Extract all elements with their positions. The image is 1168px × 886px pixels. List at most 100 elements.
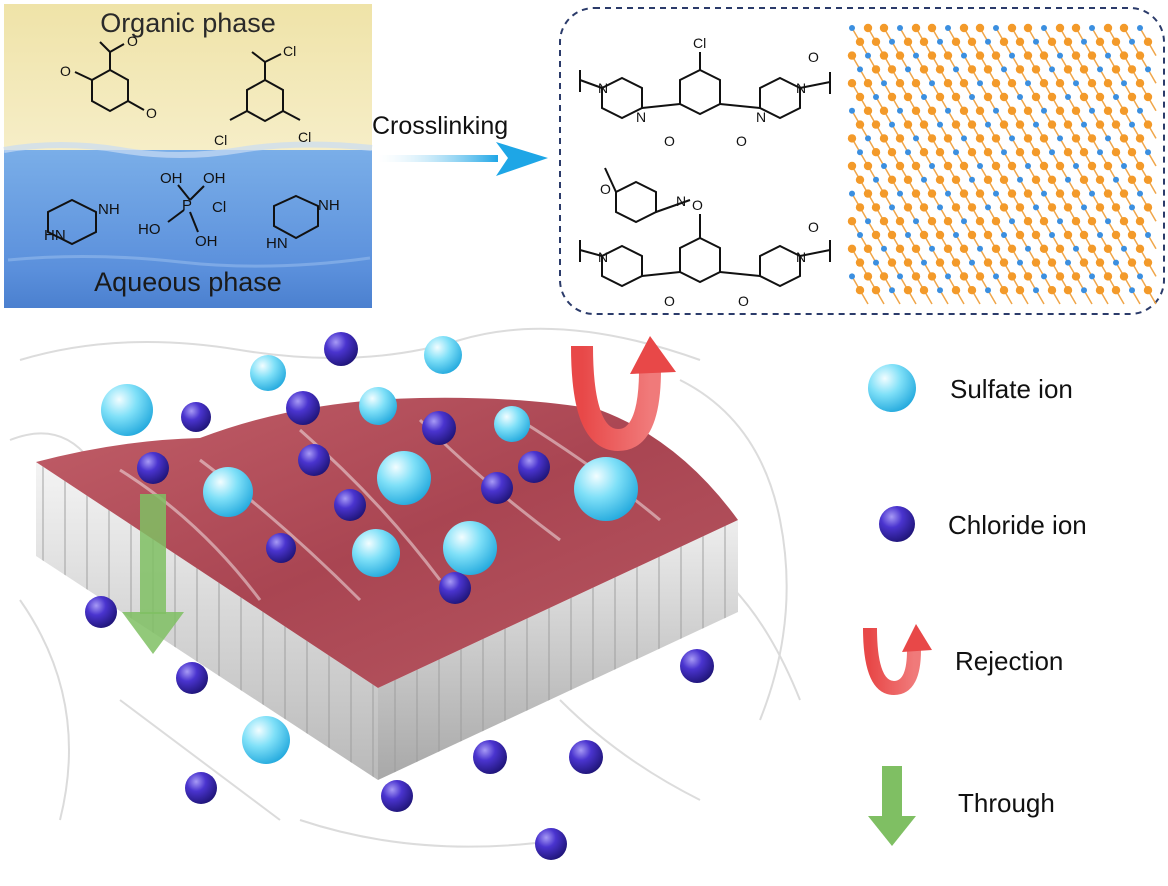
lattice-node <box>879 51 889 60</box>
arrow-head <box>496 142 548 176</box>
lattice-node <box>855 286 865 295</box>
lattice-node <box>1057 52 1063 59</box>
lattice-node <box>1065 259 1071 266</box>
lattice-node <box>1039 79 1049 88</box>
lattice-node <box>967 203 977 212</box>
lattice-node <box>1031 230 1041 240</box>
lattice-node <box>943 51 953 60</box>
lattice-node <box>1119 106 1129 116</box>
polymer-o-3: O <box>808 49 819 65</box>
lattice-node <box>1041 107 1047 114</box>
lattice-node <box>977 245 983 252</box>
lattice-node <box>959 79 969 88</box>
lattice-node <box>935 65 945 74</box>
polymer-n-6: N <box>598 249 608 265</box>
lattice-node <box>911 106 921 116</box>
lattice-node <box>1031 65 1041 74</box>
polymer-cl: Cl <box>693 35 706 51</box>
legend-item-through: Through <box>868 766 1055 846</box>
lattice-node <box>871 148 881 157</box>
lattice-node <box>913 135 919 142</box>
lattice-node <box>1015 65 1025 74</box>
lattice-node <box>1089 190 1095 197</box>
lattice-node <box>1007 161 1017 171</box>
lattice-node <box>911 23 921 33</box>
acyl-cl-2: Cl <box>214 132 227 148</box>
lattice-node <box>999 286 1009 295</box>
lattice-node <box>863 23 873 33</box>
lattice-node <box>1105 218 1111 225</box>
lattice-node <box>911 79 921 88</box>
chloride-ion <box>324 332 358 366</box>
acyl-cl-1: Cl <box>283 43 296 59</box>
lattice-node <box>1071 23 1081 33</box>
carboxylate-o-1: O <box>127 33 138 49</box>
lattice-node <box>975 272 985 281</box>
lattice-node <box>1095 203 1105 212</box>
lattice-node <box>1105 52 1111 59</box>
lattice-node <box>927 51 937 60</box>
lattice-node <box>1007 79 1017 88</box>
lattice-node <box>943 79 953 88</box>
lattice-node <box>1095 92 1105 102</box>
lattice-node <box>1065 94 1071 100</box>
lattice-node <box>959 272 969 281</box>
acyl-cl-3: Cl <box>298 129 311 145</box>
lattice-node <box>1103 79 1113 88</box>
lattice-node <box>937 204 943 211</box>
crosslinking-arrow: Crosslinking <box>372 112 548 176</box>
lattice-node <box>1023 134 1033 143</box>
lattice-node <box>887 258 897 267</box>
polyamide-structure-panel: Cl N N N N O O O O N O N N O O O <box>559 7 1165 315</box>
lattice-node <box>1039 51 1049 60</box>
lattice-node <box>1081 287 1087 294</box>
lattice-node <box>873 94 879 100</box>
chloride-ion <box>85 596 117 628</box>
lattice-node <box>895 161 905 171</box>
lattice-node <box>849 190 855 197</box>
lattice-node <box>1055 244 1065 253</box>
lattice-node <box>1025 245 1031 252</box>
lattice-node <box>937 38 943 45</box>
lattice-node <box>1049 149 1055 156</box>
lattice-node <box>1063 230 1073 240</box>
lattice-node <box>1033 38 1039 45</box>
phase-beaker: Organic phase Aqueous phase O O O Cl Cl … <box>3 4 373 308</box>
lattice-node <box>855 92 865 102</box>
ion-particles <box>85 332 714 860</box>
lattice-node <box>849 273 855 280</box>
lattice-node <box>1015 230 1025 240</box>
membrane-right-pores <box>378 520 738 780</box>
lattice-node <box>1063 120 1073 129</box>
lattice-node <box>895 79 905 88</box>
lattice-node <box>943 161 953 171</box>
lattice-node <box>959 106 969 116</box>
lattice-node <box>919 37 929 46</box>
legend-item-rejection: Rejection <box>863 624 1063 696</box>
lattice-node <box>865 218 871 225</box>
legend-item-chloride: Chloride ion <box>879 506 1087 542</box>
thpc-cl: Cl <box>212 199 226 216</box>
lattice-node <box>991 79 1001 88</box>
lattice-node <box>1087 134 1097 143</box>
piperazine-left <box>47 198 97 246</box>
lattice-node <box>1047 286 1057 295</box>
lattice-node <box>1137 25 1143 31</box>
sulfate-ion <box>101 384 153 436</box>
lattice-node <box>1047 258 1057 267</box>
lattice-node <box>911 189 921 198</box>
lattice-node <box>1113 259 1119 266</box>
lattice-node <box>919 148 929 157</box>
lattice-node <box>865 135 871 142</box>
lattice-node <box>951 37 961 46</box>
lattice-node <box>911 161 921 171</box>
polymer-o-4: O <box>600 181 611 197</box>
chloride-ion <box>439 572 471 604</box>
lattice-node <box>847 217 857 226</box>
lattice-node <box>1135 79 1145 88</box>
lattice-node <box>1071 272 1081 281</box>
lattice-node <box>1017 176 1023 183</box>
lattice-node <box>1111 65 1121 74</box>
lattice-node <box>919 230 929 240</box>
